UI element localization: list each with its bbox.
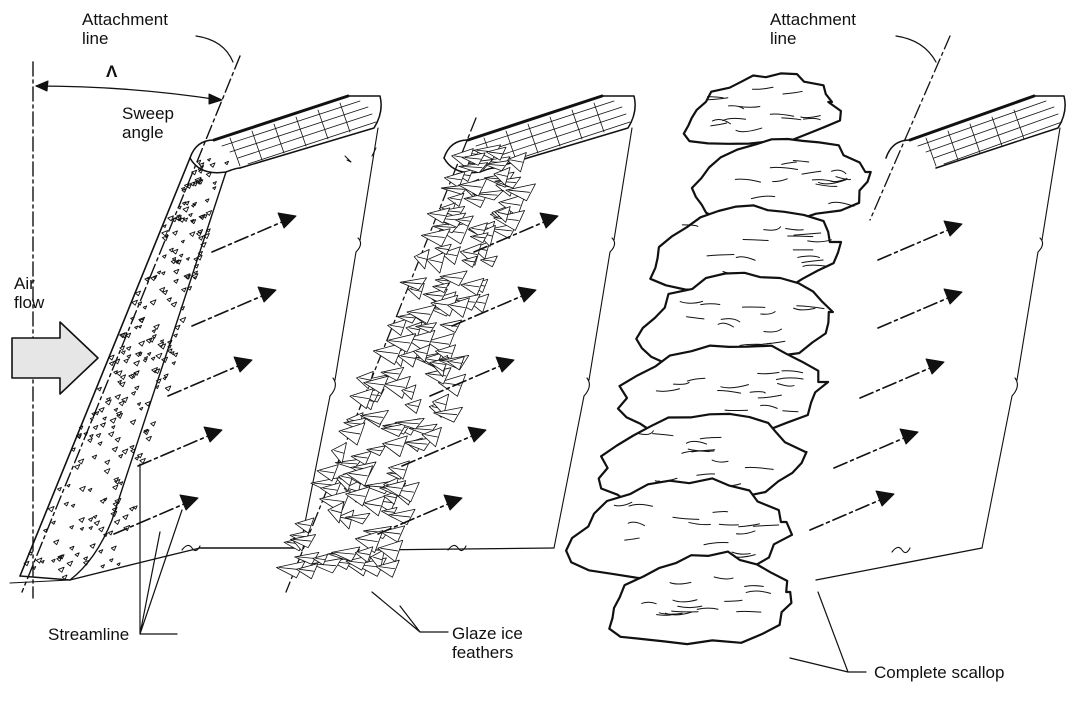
streamline-arrow [192,287,276,326]
air-flow-label: Air flow [14,274,44,312]
streamline-arrow [138,427,222,466]
glaze-ice-feathers-label: Glaze ice feathers [452,624,523,662]
sweep-symbol-label: Λ [106,62,117,81]
glaze-leader [372,592,448,632]
attachment-line-label-3: Attachment line [770,10,856,48]
air-flow-arrow [12,322,98,394]
panel-smooth-ice [10,36,381,634]
scallop-leader [790,592,866,672]
trailing-edge-3 [982,128,1060,548]
wing-upper-surface-3 [886,96,1065,168]
complete-scallop-label: Complete scallop [874,663,1004,682]
streamline-label: Streamline [48,625,129,644]
wing-lower-surface [70,548,300,580]
streamline-arrow [860,359,944,398]
panel-scallop-ice [566,36,1065,672]
streamline-leader [140,464,182,634]
streamline-arrow [810,491,894,530]
streamline-arrow [878,221,962,260]
sweep-angle-arc [36,86,220,100]
attachment-leader-3 [896,36,936,62]
streamline-arrow [878,289,962,328]
attachment-line-label: Attachment line [82,10,168,48]
streamline-arrows [114,213,296,534]
sweep-arrowhead-left [36,81,48,91]
streamline-arrow [212,213,296,252]
sweep-angle-label: Sweep angle [122,104,174,142]
scallop-ice-shapes [566,73,871,644]
streamline-arrow [834,429,918,468]
ice-scallop-lobe [684,73,841,143]
streamline-arrow [114,495,198,534]
streamline-arrows-3 [810,221,962,530]
sweep-arrowhead-right [209,94,222,104]
glaze-feather-texture [276,145,535,579]
attachment-leader [196,36,233,62]
streamline-arrow [168,357,252,396]
attachment-line-3 [870,36,950,220]
